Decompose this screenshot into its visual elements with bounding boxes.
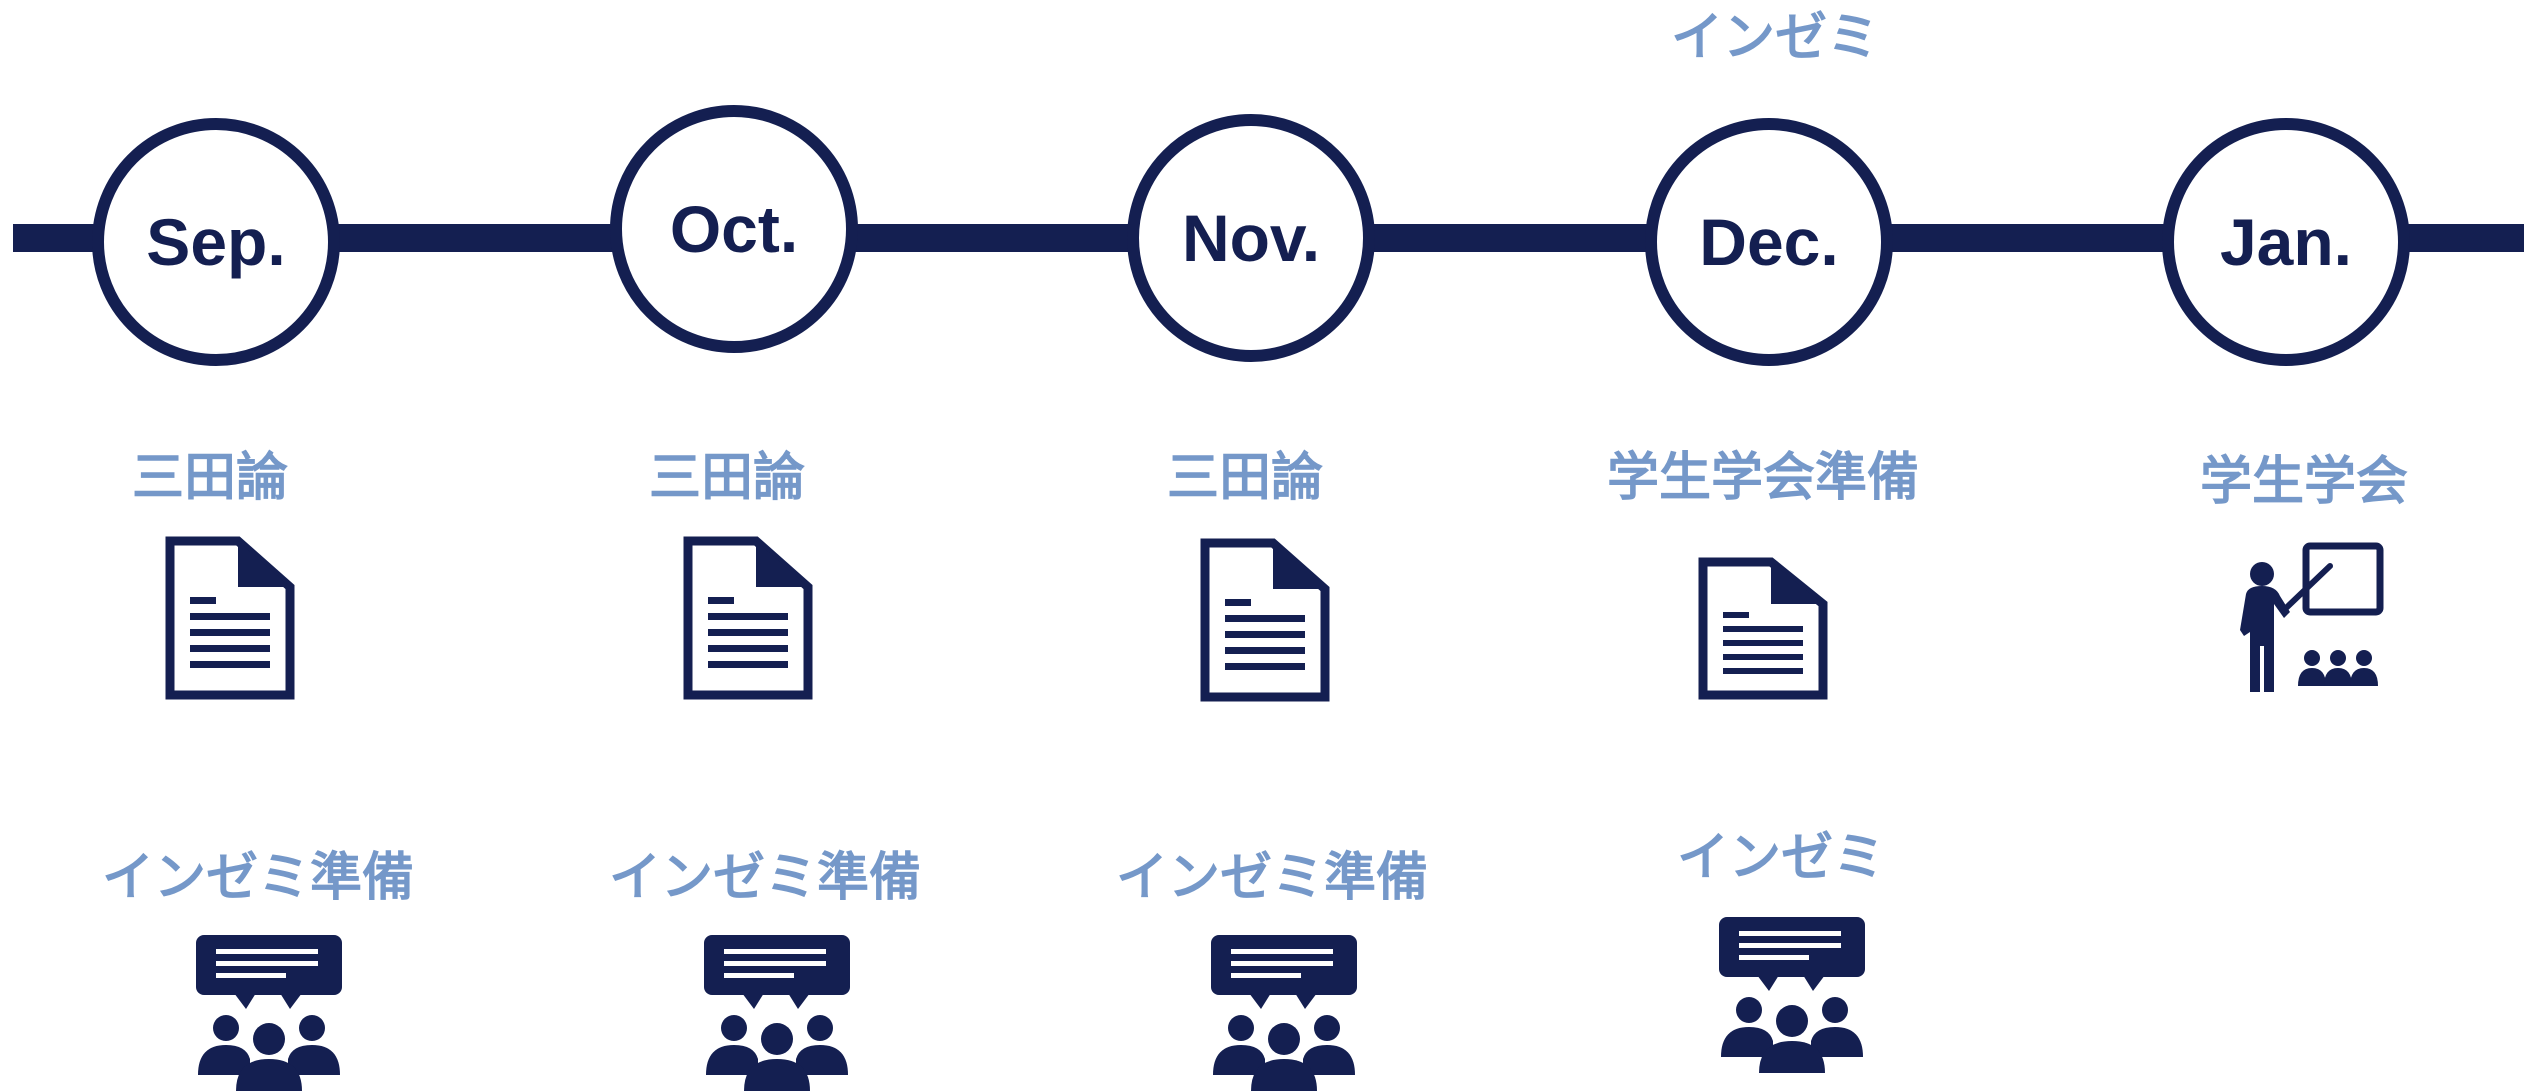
document-icon bbox=[165, 536, 295, 700]
group-discussion-icon bbox=[704, 935, 850, 1091]
row2-label-dec: インゼミ bbox=[1676, 828, 1886, 888]
month-label: Sep. bbox=[146, 205, 286, 279]
top-note-label: インゼミ bbox=[1670, 8, 1880, 68]
document-icon bbox=[1200, 538, 1330, 702]
row2-label-oct: インゼミ準備 bbox=[608, 848, 922, 908]
month-circle-sep: Sep. bbox=[92, 118, 340, 366]
month-circle-nov: Nov. bbox=[1127, 114, 1375, 362]
row2-label-nov: インゼミ準備 bbox=[1115, 848, 1429, 908]
group-discussion-icon bbox=[1719, 917, 1865, 1073]
document-icon bbox=[683, 536, 813, 700]
month-label: Jan. bbox=[2219, 205, 2353, 279]
document-icon bbox=[1698, 557, 1828, 700]
row1-label-dec: 学生学会準備 bbox=[1606, 448, 1920, 508]
month-circle-oct: Oct. bbox=[610, 105, 858, 353]
month-circle-jan: Jan. bbox=[2162, 118, 2410, 366]
group-discussion-icon bbox=[1211, 935, 1357, 1091]
row1-label-jan: 学生学会 bbox=[2199, 452, 2409, 512]
month-circle-dec: Dec. bbox=[1645, 118, 1893, 366]
presenter-audience-icon bbox=[2240, 542, 2384, 692]
row2-label-sep: インゼミ準備 bbox=[101, 848, 415, 908]
row1-label-oct: 三田論 bbox=[648, 448, 806, 508]
month-label: Oct. bbox=[669, 192, 799, 266]
group-discussion-icon bbox=[196, 935, 342, 1091]
row1-label-sep: 三田論 bbox=[131, 448, 289, 508]
month-label: Dec. bbox=[1699, 205, 1839, 279]
row1-label-nov: 三田論 bbox=[1166, 448, 1324, 508]
month-label: Nov. bbox=[1181, 201, 1321, 275]
